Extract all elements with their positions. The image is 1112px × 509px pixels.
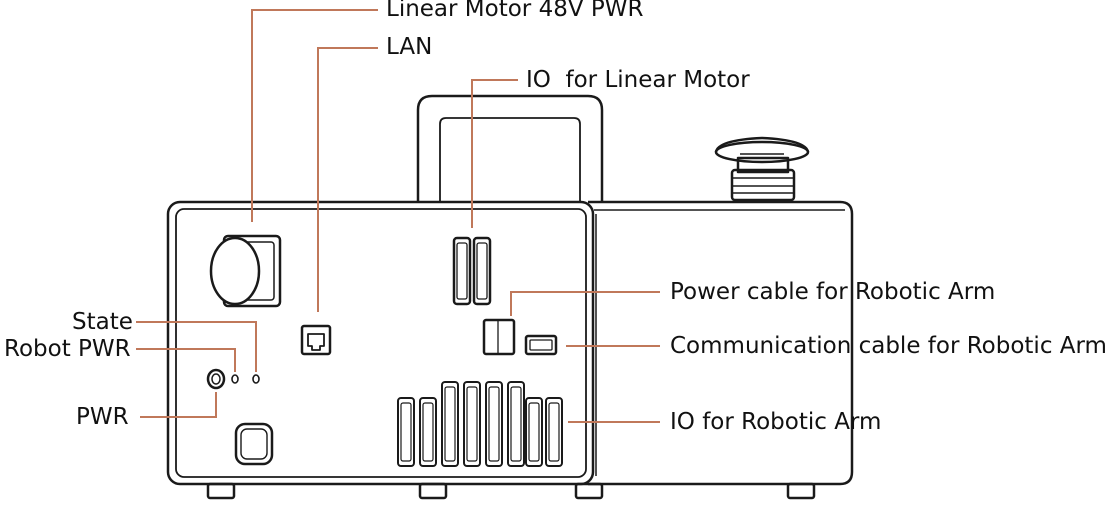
arm-power-connector — [482, 318, 516, 356]
label-linear-motor-power: Linear Motor 48V PWR — [386, 0, 644, 22]
foot — [574, 482, 604, 500]
emergency-stop-icon — [714, 136, 810, 202]
lan-port-icon — [300, 324, 332, 356]
foot — [786, 482, 816, 500]
side-housing — [588, 200, 854, 486]
label-robot-pwr: Robot PWR — [4, 336, 131, 362]
robotic-arm-io-connectors — [397, 381, 563, 467]
robot-pwr-led-icon — [231, 374, 239, 384]
linear-motor-io-connectors — [452, 236, 492, 306]
state-led-icon — [252, 374, 260, 384]
label-io-linear-motor: IO for Linear Motor — [526, 67, 750, 93]
foot — [206, 482, 236, 500]
label-power-cable-arm: Power cable for Robotic Arm — [670, 279, 996, 305]
front-panel — [166, 200, 595, 486]
label-communication-cable-arm: Communication cable for Robotic Arm — [670, 333, 1107, 359]
carry-handle-inner — [439, 117, 581, 202]
foot — [418, 482, 448, 500]
label-state: State — [72, 309, 133, 335]
label-io-robotic-arm: IO for Robotic Arm — [670, 409, 882, 435]
label-lan: LAN — [386, 34, 433, 60]
label-pwr: PWR — [76, 404, 129, 430]
power-button-icon — [206, 368, 226, 390]
leader-lines — [136, 9, 660, 423]
linear-motor-power-connector — [209, 234, 282, 308]
rocker-switch-icon — [234, 422, 274, 466]
arm-communication-connector — [524, 334, 558, 356]
carry-handle — [416, 94, 604, 202]
